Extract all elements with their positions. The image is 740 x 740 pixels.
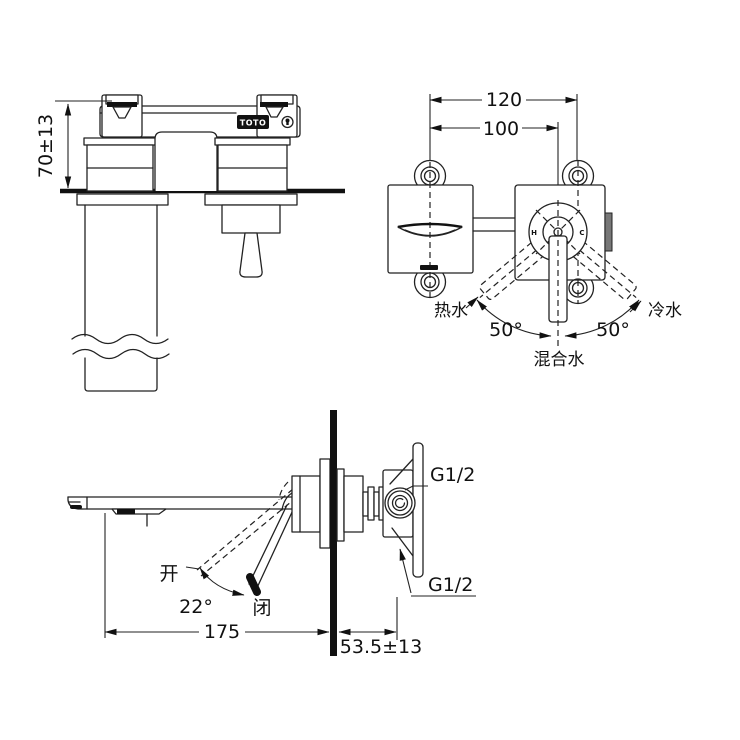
thread-upper-label: G1/2 bbox=[430, 464, 475, 486]
side-tab bbox=[605, 213, 612, 251]
thread-lower-label: G1/2 bbox=[428, 574, 473, 596]
cold-water-label: 冷水 bbox=[648, 301, 682, 321]
mounting-bracket bbox=[413, 443, 423, 577]
angle-right-label: 50° bbox=[596, 319, 630, 341]
thread-lower-leader bbox=[400, 548, 411, 593]
inlet-port bbox=[385, 488, 415, 518]
mixer-shank bbox=[205, 194, 297, 277]
handle-open-ghost bbox=[197, 482, 297, 576]
spout-lens bbox=[398, 224, 462, 227]
dim-height: 70±13 bbox=[35, 101, 112, 189]
angle-left-label: 50° bbox=[489, 319, 523, 341]
closed-label: 闭 bbox=[252, 597, 271, 619]
dim-120-label: 120 bbox=[486, 89, 522, 111]
hot-leader-arrow bbox=[466, 297, 478, 308]
rear-view: 120 100 bbox=[388, 89, 682, 370]
hot-mark: H bbox=[531, 229, 537, 237]
angle-22-label: 22° bbox=[179, 596, 213, 618]
dim-100-label: 100 bbox=[483, 118, 519, 140]
handle-grip-end bbox=[250, 577, 257, 592]
center-body bbox=[155, 132, 217, 191]
dim-depth-label: 53.5±13 bbox=[340, 636, 422, 658]
spout-shank bbox=[72, 194, 169, 391]
handle-rear bbox=[549, 236, 567, 322]
valve-housing-side bbox=[292, 476, 320, 532]
left-bracket bbox=[102, 95, 142, 137]
escutcheon-plate bbox=[320, 459, 330, 548]
logo-background bbox=[237, 115, 269, 129]
handle-side bbox=[249, 493, 293, 592]
dim-height-label: 70±13 bbox=[35, 114, 57, 178]
side-view: G1/2 G1/2 开 22° 闭 175 53.5±13 bbox=[68, 410, 476, 658]
front-view: TOTO bbox=[35, 95, 345, 391]
cold-mark: C bbox=[579, 229, 584, 237]
mixed-water-label: 混合水 bbox=[534, 350, 585, 370]
thread-upper-leader bbox=[405, 486, 428, 490]
hot-water-label: 热水 bbox=[434, 301, 468, 321]
angle-22-arc bbox=[200, 567, 245, 596]
cold-leader-arrow bbox=[630, 301, 641, 312]
valve-plate-rear: H C bbox=[474, 160, 642, 347]
spout-side bbox=[68, 497, 292, 526]
in-wall-valve bbox=[337, 443, 423, 577]
break-wave-2 bbox=[73, 350, 169, 359]
toto-logo: TOTO bbox=[240, 119, 267, 128]
brand-logo-plate: TOTO bbox=[237, 115, 293, 129]
dim-175-label: 175 bbox=[204, 621, 240, 643]
spout-plate-rear bbox=[388, 161, 473, 298]
break-wave-1 bbox=[72, 335, 168, 344]
handle-front bbox=[240, 233, 262, 277]
angle-arc-left bbox=[477, 299, 552, 339]
open-label: 开 bbox=[159, 563, 178, 585]
